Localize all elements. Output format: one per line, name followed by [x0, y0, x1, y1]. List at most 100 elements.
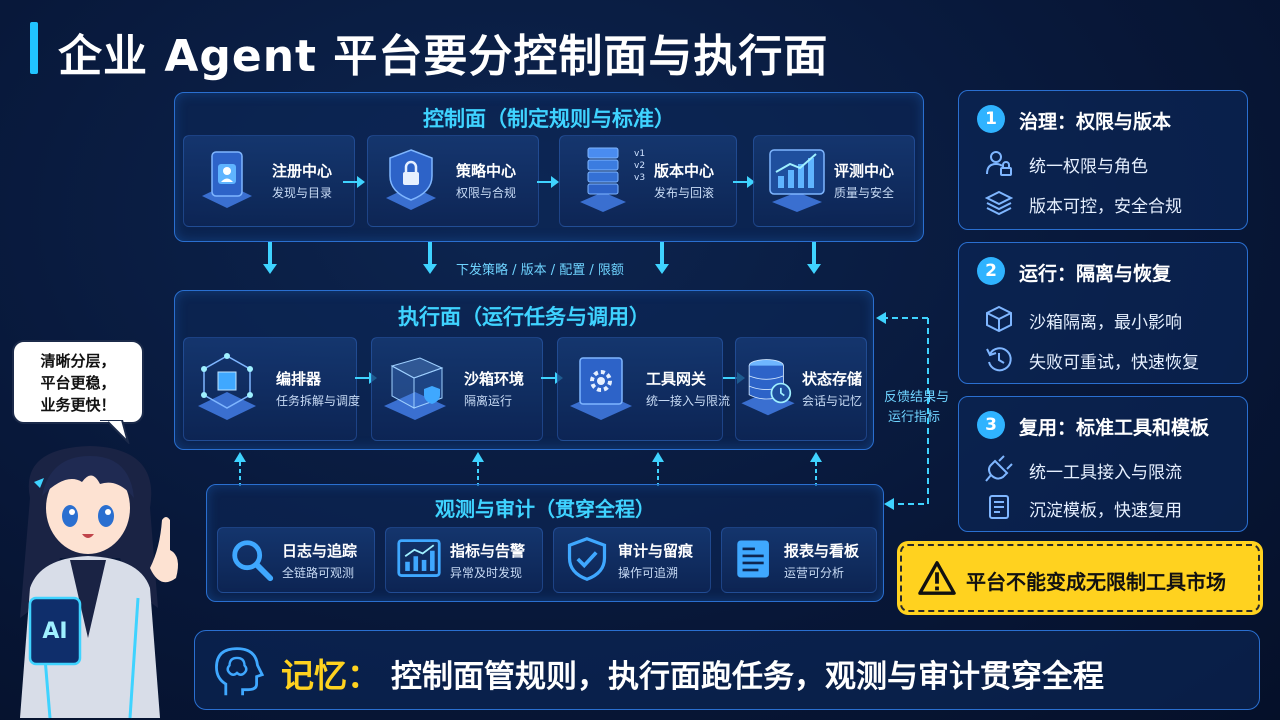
- feedback-label-line1: 反馈结果与: [884, 390, 950, 405]
- governance-row-2-text: 版本可控，安全合规: [1029, 197, 1182, 217]
- version-center-desc: 发布与回滚: [654, 186, 715, 200]
- metrics-alerts-name: 指标与告警: [450, 542, 526, 560]
- tool-gateway-name: 工具网关: [646, 370, 707, 388]
- shield-lock-icon: [386, 149, 436, 210]
- report-doc-icon: [737, 540, 769, 578]
- governance-card: 1 治理：权限与版本 统一权限与角色 版本可控，安全合规: [958, 90, 1248, 230]
- sandbox-desc: 隔离运行: [464, 394, 513, 408]
- arrow-right-icon: [343, 176, 365, 188]
- policy-center-card[interactable]: 策略中心 权限与合规: [367, 135, 539, 227]
- template-icon: [989, 495, 1009, 519]
- bubble-line-2: 平台更稳，: [40, 374, 116, 392]
- orchestrator-name: 编排器: [276, 370, 322, 388]
- version-center-name: 版本中心: [654, 162, 715, 180]
- memory-key: 记忆：: [281, 656, 380, 695]
- policy-center-name: 策略中心: [456, 162, 517, 180]
- version-center-card[interactable]: v1 v2 v3 版本中心 发布与回滚: [559, 135, 737, 227]
- logging-tracing-name: 日志与追踪: [282, 542, 358, 560]
- reuse-title: 复用：标准工具和模板: [1019, 417, 1210, 439]
- runtime-row-1-text: 沙箱隔离，最小影响: [1029, 313, 1182, 333]
- execution-plane-panel: 执行面（运行任务与调用） 编排器 任务拆解与调度 沙箱环境 隔离运行: [174, 290, 874, 450]
- restore-icon: [986, 347, 1012, 372]
- evaluation-center-card[interactable]: 评测中心 质量与安全: [753, 135, 915, 227]
- reports-dashboard-name: 报表与看板: [784, 542, 860, 560]
- runtime-row-2-text: 失败可重试，快速恢复: [1029, 353, 1199, 373]
- metrics-alerts-desc: 异常及时发现: [450, 566, 523, 580]
- registry-badge-icon: [202, 151, 252, 208]
- reports-dashboard-desc: 运营可分析: [784, 566, 845, 580]
- audit-trail-name: 审计与留痕: [618, 542, 694, 560]
- observability-panel: 观测与审计（贯穿全程） 日志与追踪 全链路可观测 指标与告警 异常及时发现 审计…: [206, 484, 884, 602]
- plug-icon: [985, 455, 1013, 482]
- shield-check-icon: [567, 537, 607, 581]
- sandbox-box-icon: [384, 357, 446, 420]
- feedback-label-line2: 运行指标: [888, 410, 941, 425]
- state-store-card[interactable]: 状态存储 会话与记忆: [735, 337, 867, 441]
- chart-monitor-icon: [769, 149, 825, 212]
- tool-gateway-desc: 统一接入与限流: [646, 394, 731, 408]
- metrics-chart-icon: [397, 539, 441, 577]
- title-accent-bar: [30, 22, 38, 74]
- brain-head-icon: [215, 647, 265, 696]
- dispatch-label: 下发策略 / 版本 / 配置 / 限额: [456, 263, 624, 278]
- evaluation-center-name: 评测中心: [834, 162, 895, 180]
- page-title: 企业 Agent 平台要分控制面与执行面: [58, 31, 829, 82]
- arrow-down-icon: [807, 242, 821, 274]
- memory-summary-bar: 记忆： 控制面管规则，执行面跑任务，观测与审计贯穿全程: [194, 630, 1260, 710]
- orchestrator-cube-icon: [198, 353, 256, 420]
- mascot-character-illustration: AI: [20, 446, 178, 719]
- control-plane-title: 控制面（制定规则与标准）: [423, 107, 675, 131]
- reuse-row-1-text: 统一工具接入与限流: [1029, 463, 1182, 483]
- reuse-row-2-text: 沉淀模板，快速复用: [1029, 501, 1182, 521]
- warning-text: 平台不能变成无限制工具市场: [966, 570, 1226, 594]
- governance-title: 治理：权限与版本: [1019, 111, 1172, 133]
- magnifier-icon: [232, 540, 274, 582]
- version-tag-v1: v1: [634, 149, 646, 159]
- gateway-gear-icon: [570, 357, 632, 420]
- orchestrator-card[interactable]: 编排器 任务拆解与调度: [183, 337, 360, 441]
- policy-center-desc: 权限与合规: [456, 186, 517, 200]
- sandbox-name: 沙箱环境: [464, 370, 525, 388]
- version-tag-v2: v2: [634, 161, 646, 171]
- tool-gateway-card[interactable]: 工具网关 统一接入与限流: [557, 337, 730, 441]
- metrics-alerts-card[interactable]: 指标与告警 异常及时发现: [385, 527, 543, 593]
- layers-icon: [985, 190, 1013, 216]
- registry-center-name: 注册中心: [272, 162, 333, 180]
- audit-trail-desc: 操作可追溯: [618, 566, 679, 580]
- execution-plane-title: 执行面（运行任务与调用）: [398, 305, 650, 329]
- user-lock-icon: [986, 151, 1012, 176]
- warning-banner: 平台不能变成无限制工具市场: [900, 544, 1260, 612]
- state-store-name: 状态存储: [802, 370, 863, 388]
- arrow-down-icon: [655, 242, 669, 274]
- state-store-desc: 会话与记忆: [802, 394, 863, 408]
- database-clock-icon: [741, 359, 795, 416]
- observability-title: 观测与审计（贯穿全程）: [435, 497, 655, 521]
- evaluation-center-desc: 质量与安全: [834, 186, 895, 200]
- audit-trail-card[interactable]: 审计与留痕 操作可追溯: [553, 527, 711, 593]
- registry-center-card[interactable]: 注册中心 发现与目录: [183, 135, 355, 227]
- mascot-speech-bubble: 清晰分层， 平台更稳， 业务更快！: [12, 340, 144, 424]
- mascot-ai-badge: AI: [42, 619, 67, 644]
- arrow-up-dashed-icon: [652, 452, 664, 486]
- logging-tracing-desc: 全链路可观测: [282, 566, 355, 580]
- arrow-down-icon: [423, 242, 437, 274]
- feedback-dashed-arrow: [876, 312, 929, 510]
- version-stack-icon: [580, 147, 626, 212]
- version-tag-v3: v3: [634, 173, 646, 183]
- arrow-up-dashed-icon: [234, 452, 246, 486]
- arrow-up-dashed-icon: [472, 452, 484, 486]
- step-number-badge: 1: [977, 105, 1005, 133]
- step-number-badge: 3: [977, 411, 1005, 439]
- logging-tracing-card[interactable]: 日志与追踪 全链路可观测: [217, 527, 375, 593]
- registry-center-desc: 发现与目录: [272, 186, 333, 200]
- arrow-up-dashed-icon: [810, 452, 822, 486]
- sandbox-card[interactable]: 沙箱环境 隔离运行: [371, 337, 543, 441]
- cube-icon: [986, 305, 1012, 333]
- reports-dashboard-card[interactable]: 报表与看板 运营可分析: [721, 527, 877, 593]
- reuse-card: 3 复用：标准工具和模板 统一工具接入与限流 沉淀模板，快速复用: [958, 396, 1248, 532]
- arrow-right-icon: [733, 176, 755, 188]
- control-plane-panel: 控制面（制定规则与标准） 注册中心 发现与目录 策略中心 权限与合规: [174, 92, 924, 242]
- governance-row-1-text: 统一权限与角色: [1029, 157, 1148, 177]
- arrow-down-icon: [263, 242, 277, 274]
- runtime-card: 2 运行：隔离与恢复 沙箱隔离，最小影响 失败可重试，快速恢复: [958, 242, 1248, 384]
